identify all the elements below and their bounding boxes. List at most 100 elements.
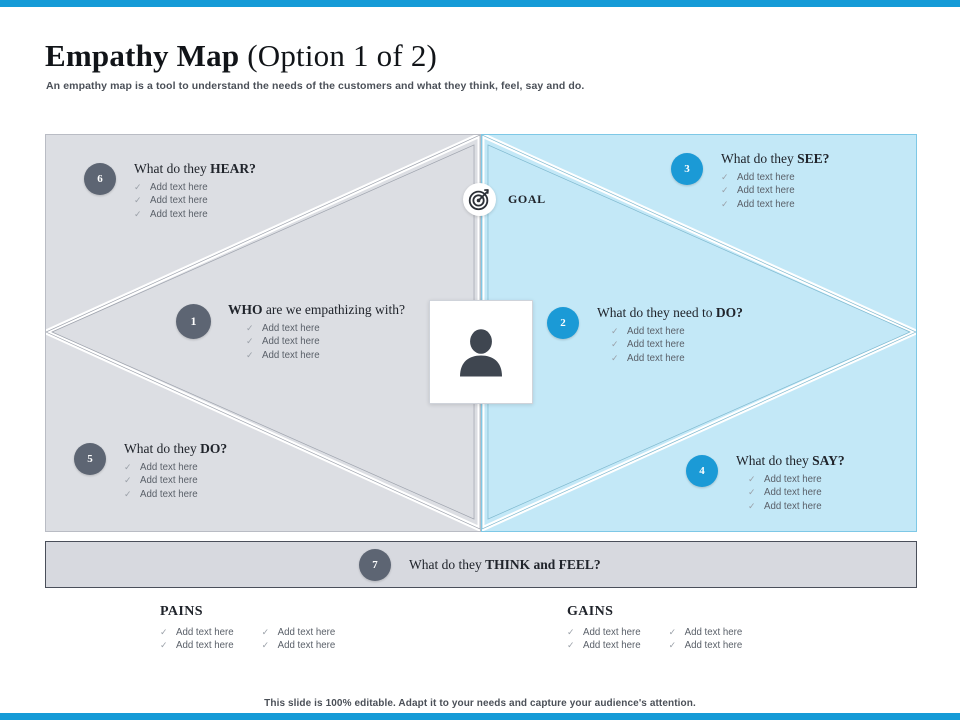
avatar [429,300,533,404]
check-icon: ✓ [611,339,619,350]
list-item: ✓Add text here [748,486,845,499]
person-icon [460,329,502,377]
heading-strong: WHO [228,302,263,317]
list-item: ✓ Add text here [748,500,845,513]
bullet-text[interactable]: Add text here [277,640,336,652]
badge-hear[interactable]: 6 [84,163,116,195]
bullet-text[interactable]: Add text here [627,326,685,337]
list-item: ✓Add text here [124,461,227,474]
page-subtitle: An empathy map is a tool to understand t… [46,80,585,92]
bullet-text[interactable]: Add text here [684,627,743,638]
list-item: ✓Add text here [246,335,405,348]
list-item: ✓ Add text here [134,194,256,207]
badge-think-feel[interactable]: 7 [359,548,391,581]
section-who-bullets: ✓Add text here ✓Add text here ✓Add text … [246,322,405,362]
bullet-text[interactable]: Add text here [176,627,234,638]
bullet-text[interactable]: Add text here [764,487,822,499]
list-item: ✓ Add text here [611,325,743,338]
bullet-text[interactable]: Add text here [737,172,795,183]
check-icon: ✓ [611,352,619,363]
heading-strong: HEAR? [210,161,256,176]
list-item: ✓Add text here [160,626,234,639]
bullet-text[interactable]: Add text here [737,185,795,197]
check-icon: ✓ [134,195,142,206]
bullet-text[interactable]: Add text here [764,500,822,512]
badge-need-to-do[interactable]: 2 [547,307,579,339]
bullet-text[interactable]: Add text here [684,640,743,652]
bullet-text[interactable]: Add text here [277,627,336,638]
check-icon: ✓ [124,488,132,499]
check-icon: ✓ [668,627,677,637]
list-item: ✓Add text here [721,198,829,211]
check-icon: ✓ [261,627,270,637]
list-item: ✓Add text here [721,171,829,184]
check-icon: ✓ [134,208,142,219]
bullet-text[interactable]: Add text here [140,475,198,487]
heading-prefix: What do they [134,161,211,176]
pains-column-1: ✓Add text here ✓Add text here [160,626,234,653]
bullet-text[interactable]: Add text here [583,640,641,652]
bullet-text[interactable]: Add text here [150,208,208,220]
heading-strong: THINK and FEEL? [485,556,601,572]
badge-say[interactable]: 4 [686,455,718,487]
target-icon [463,183,496,216]
heading-suffix: are we empathizing with? [262,302,405,317]
bullet-text[interactable]: Add text here [627,352,685,364]
gains-column-1: ✓Add text here ✓Add text here [567,626,641,653]
bullet-text[interactable]: Add text here [262,336,320,348]
section-who-body: WHO are we empathizing with? ✓ Add text h… [228,302,405,362]
bullet-text[interactable]: Add text here [627,339,685,351]
section-hear-bullets: ✓ Add text here ✓ Add text here ✓ Add text … [134,181,256,221]
section-do-body: What do they DO? ✓ Add text here ✓ Add tex… [124,441,227,501]
section-need-to-do-heading: What do they need to DO? [597,305,743,320]
section-hear-heading: What do they HEAR? [134,161,256,176]
section-need-to-do-bullets: ✓ Add text here ✓ Add text here ✓ Add text … [611,325,743,365]
bullet-text[interactable]: Add text here [583,627,641,638]
badge-do[interactable]: 5 [74,443,106,475]
section-hear-body: What do they HEAR? ✓ Add text here ✓ Add t… [134,161,256,221]
badge-see[interactable]: 3 [671,153,703,185]
heading-strong: DO? [715,305,743,320]
pains-columns: ✓ Add text here ✓ Add text here ✓ Add text … [160,626,363,653]
list-item: ✓ Add text here [124,474,227,487]
bullet-text[interactable]: Add text here [737,198,795,210]
list-item: ✓ Add text here [262,626,336,639]
bullet-text[interactable]: Add text here [764,474,822,485]
check-icon: ✓ [611,326,619,336]
goal-marker: GOAL [463,183,546,216]
goal-label: GOAL [508,192,546,206]
list-item: ✓ Add text here [669,626,743,639]
section-think-feel: 7 What do they THINK and FEEL? [45,541,917,588]
heading-strong: DO? [200,441,228,456]
bullet-text[interactable]: Add text here [150,182,208,193]
bullet-text[interactable]: Add text here [140,462,198,473]
check-icon: ✓ [124,475,132,486]
title-main: Empathy Map [45,38,248,73]
pains-title: PAINS [160,604,203,619]
list-item: ✓ Add text here [611,338,743,351]
bullet-text[interactable]: Add text here [140,488,198,500]
section-who-heading: WHO are we empathizing with? [228,302,405,317]
bullet-text[interactable]: Add text here [150,195,208,207]
check-icon: ✓ [160,640,168,651]
badge-who[interactable]: 1 [176,304,211,339]
bottom-accent-bar [0,713,960,720]
check-icon: ✓ [748,500,756,511]
bullet-text[interactable]: Add text here [262,349,320,361]
check-icon: ✓ [567,640,575,651]
section-see-heading: What do they SEE? [721,151,829,166]
bullet-text[interactable]: Add text here [176,640,234,652]
pains-column-2: ✓ Add text here ✓ Add text here [262,626,336,653]
heading-prefix: What do they [124,441,201,456]
list-item: ✓ Add text here [124,488,227,501]
page-title: Empathy Map (Option 1 of 2) [45,38,437,74]
list-item: ✓ Add text here [160,639,234,652]
target-icon-svg [468,189,489,211]
bullet-text[interactable]: Add text here [262,323,320,334]
section-see-bullets: ✓Add text here ✓Add text here ✓Add text … [721,171,829,211]
top-accent-bar [0,0,960,7]
check-icon: ✓ [246,323,254,333]
gains-block: GAINS ✓Add text here ✓Add text here ✓Add… [567,604,770,653]
list-item: ✓ Add text here [246,322,405,335]
